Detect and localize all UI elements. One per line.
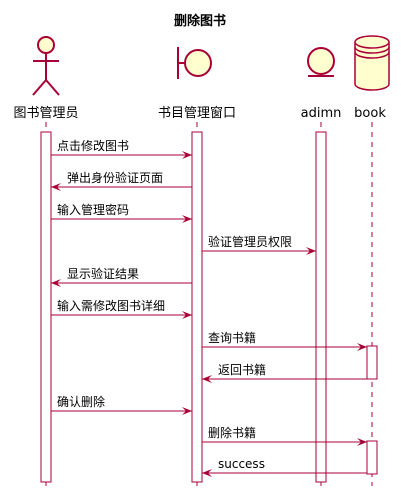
participant-label: 书目管理窗口 — [158, 105, 236, 121]
message: 删除书籍 — [202, 425, 367, 446]
message-arrowhead — [202, 469, 212, 477]
message-label: 弹出身份验证页面 — [67, 170, 163, 185]
message-arrowhead — [306, 247, 316, 255]
message-label: 确认删除 — [57, 394, 105, 409]
message-label: 点击修改图书 — [57, 138, 129, 153]
message: 显示验证结果 — [51, 266, 192, 287]
entity-icon — [307, 47, 335, 77]
participant-label: adimn — [301, 106, 342, 121]
message-arrowhead — [202, 375, 212, 383]
actor-icon — [32, 36, 60, 96]
message-label: 显示验证结果 — [67, 266, 139, 281]
message-arrowhead — [182, 311, 192, 319]
participant-admin: adimn — [301, 47, 342, 121]
boundary-icon — [177, 47, 212, 79]
participant-catalog-window: 书目管理窗口 — [158, 47, 236, 121]
message-arrowhead — [182, 407, 192, 415]
message-label: success — [218, 457, 265, 471]
message-label: 输入管理密码 — [57, 202, 129, 217]
message-arrowhead — [51, 279, 61, 287]
activation-catalog-window — [191, 131, 203, 483]
participant-label: 图书管理员 — [13, 106, 78, 121]
activation-book-query — [366, 345, 378, 380]
message: 验证管理员权限 — [202, 234, 316, 255]
participant-book: book — [354, 35, 390, 121]
message-label: 返回书籍 — [218, 362, 266, 377]
messages: 点击修改图书弹出身份验证页面输入管理密码验证管理员权限显示验证结果输入需修改图书… — [51, 138, 367, 477]
message-arrowhead — [357, 438, 367, 446]
message: 查询书籍 — [202, 330, 367, 351]
message-arrowhead — [51, 183, 61, 191]
message-label: 验证管理员权限 — [208, 234, 292, 249]
message: 输入需修改图书详细 — [51, 298, 192, 319]
message: 点击修改图书 — [51, 138, 192, 159]
message: success — [202, 457, 367, 477]
message: 弹出身份验证页面 — [51, 170, 192, 191]
message-label: 查询书籍 — [208, 330, 256, 345]
message: 确认删除 — [51, 394, 192, 415]
message-arrowhead — [182, 215, 192, 223]
message-label: 删除书籍 — [208, 425, 256, 440]
message: 输入管理密码 — [51, 202, 192, 223]
database-icon — [354, 35, 390, 91]
message-arrowhead — [182, 151, 192, 159]
participant-label: book — [354, 106, 386, 121]
participant-librarian: 图书管理员 — [13, 36, 79, 121]
message-label: 输入需修改图书详细 — [57, 298, 165, 313]
activation-librarian — [40, 131, 52, 483]
diagram-title: 删除图书 — [174, 13, 226, 29]
message: 返回书籍 — [202, 362, 367, 383]
activation-book-delete — [366, 440, 378, 475]
message-arrowhead — [357, 343, 367, 351]
activation-admin — [315, 131, 327, 483]
